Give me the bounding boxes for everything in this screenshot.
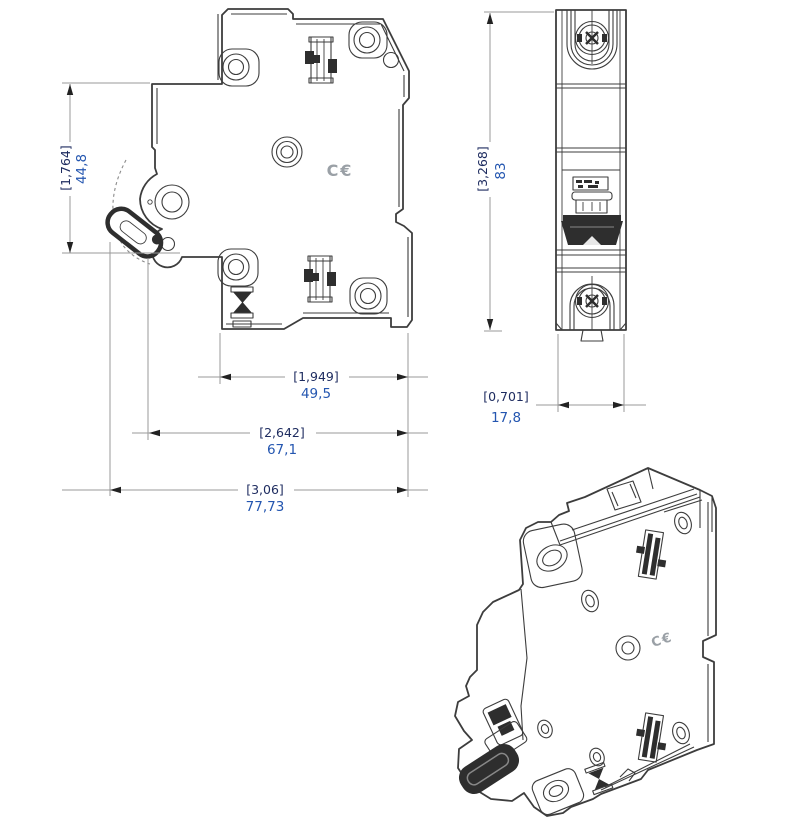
terminal-clamp-bottom-icon bbox=[304, 255, 336, 303]
ce-mark: C€ bbox=[327, 161, 354, 180]
iso-clamp-bottom-icon bbox=[636, 712, 667, 763]
dim-housing-depth-bracket: [1,949] bbox=[293, 369, 339, 384]
dim-depth-mid-bracket: [2,642] bbox=[259, 425, 305, 440]
dimension-lever-offset: [1,764] 44,8 bbox=[58, 82, 180, 254]
rating-label bbox=[572, 176, 609, 191]
side-outline bbox=[139, 8, 413, 330]
dimension-housing-depth: [1,949] 49,5 bbox=[198, 333, 428, 497]
iso-small-holes bbox=[537, 511, 692, 767]
front-section-lines bbox=[556, 83, 626, 273]
iso-ce-mark: C€ bbox=[650, 630, 675, 651]
dim-lever-offset-value: 44,8 bbox=[74, 154, 90, 184]
front-feet bbox=[555, 322, 627, 342]
dim-depth-overall-bracket: [3,06] bbox=[246, 482, 284, 497]
terminal-clamp-top-icon bbox=[305, 36, 337, 84]
lever-travel-arc bbox=[112, 159, 151, 265]
dim-housing-depth-value: 49,5 bbox=[301, 386, 331, 402]
iso-front-clamp-icon bbox=[482, 698, 524, 746]
dimension-depth-overall: [3,06] 77,73 bbox=[62, 242, 428, 515]
iso-rivet-icon bbox=[615, 635, 641, 661]
front-view bbox=[555, 9, 627, 342]
side-inner-lines bbox=[156, 13, 409, 325]
iso-bottom-terminal bbox=[531, 768, 585, 816]
isometric-view: C€ bbox=[454, 467, 717, 817]
iso-top-terminal bbox=[522, 523, 583, 589]
toggle-pivot bbox=[147, 184, 190, 252]
front-toggle-icon bbox=[561, 191, 623, 245]
din-clip-screw-icon bbox=[230, 286, 254, 328]
dim-width-overall-bracket: [0,701] bbox=[483, 389, 529, 404]
iso-din-screw-icon bbox=[584, 761, 614, 796]
dim-depth-mid-value: 67,1 bbox=[267, 442, 297, 458]
dimension-height-overall: [3,268] 83 bbox=[475, 11, 554, 332]
mounting-holes bbox=[222, 26, 400, 310]
mounting-bosses bbox=[217, 21, 388, 315]
front-top-screw-icon bbox=[574, 10, 610, 64]
dimension-width-overall: [0,701] 17,8 bbox=[483, 334, 646, 426]
dimension-depth-mid: [2,642] 67,1 bbox=[132, 258, 428, 458]
side-view: C€ bbox=[105, 8, 413, 330]
dim-height-overall-value: 83 bbox=[493, 162, 509, 179]
rivet-icon bbox=[271, 136, 303, 168]
iso-top-notch bbox=[606, 480, 642, 511]
dim-height-overall-bracket: [3,268] bbox=[475, 146, 490, 192]
iso-clamp-top-icon bbox=[636, 529, 667, 580]
dim-lever-offset-bracket: [1,764] bbox=[58, 145, 73, 191]
dim-depth-overall-value: 77,73 bbox=[246, 499, 285, 515]
front-bottom-screw-icon bbox=[574, 276, 610, 330]
dim-width-overall-value: 17,8 bbox=[491, 410, 521, 426]
toggle-lever-icon bbox=[105, 206, 164, 259]
iso-toggle-icon bbox=[458, 721, 528, 795]
